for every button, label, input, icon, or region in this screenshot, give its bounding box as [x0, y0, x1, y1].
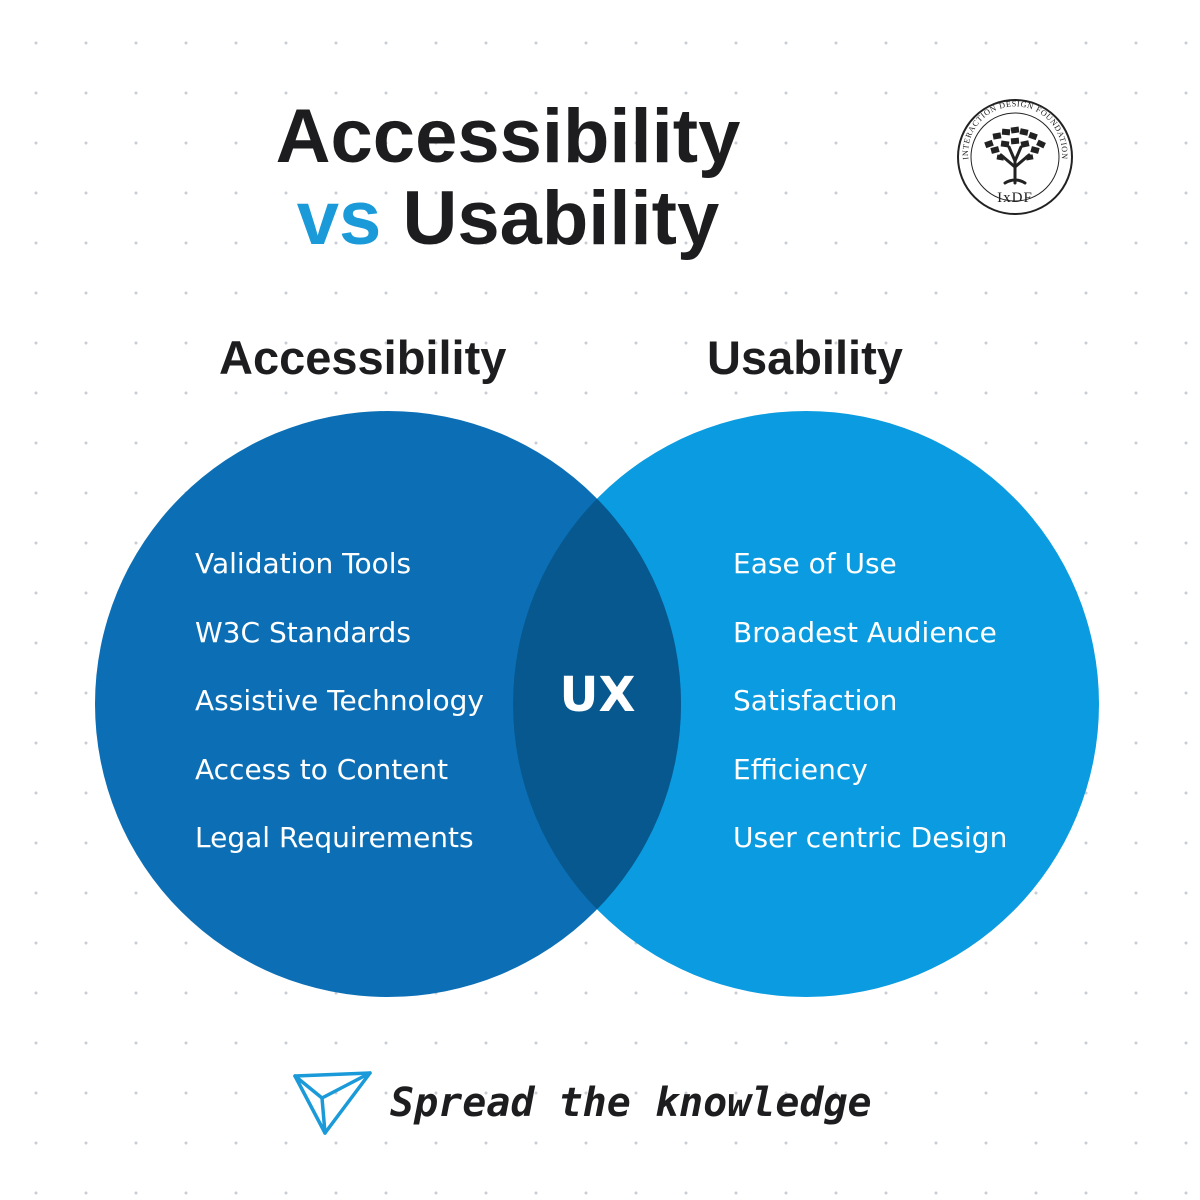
- tagline: Spread the knowledge: [390, 1080, 872, 1126]
- footer: Spread the knowledge: [292, 1068, 872, 1138]
- title-usability: Usability: [402, 176, 720, 261]
- list-item: User centric Design: [733, 821, 1008, 854]
- ux-label: UX: [559, 667, 636, 723]
- accessibility-list: Validation Tools W3C Standards Assistive…: [195, 544, 484, 887]
- ixdf-seal-icon: INTERACTION DESIGN FOUNDATION: [957, 99, 1073, 215]
- list-item: Satisfaction: [733, 684, 898, 717]
- ixdf-logo: INTERACTION DESIGN FOUNDATION: [955, 97, 1075, 217]
- list-item: Legal Requirements: [195, 821, 474, 854]
- accessibility-heading: Accessibility: [219, 331, 507, 384]
- list-item: Access to Content: [195, 752, 449, 786]
- paper-plane-icon: [293, 1071, 372, 1135]
- accessibility-circle: [95, 411, 681, 997]
- logo-abbr: IxDF: [997, 190, 1033, 206]
- list-item: Validation Tools: [195, 547, 412, 580]
- usability-circle: [513, 411, 1099, 997]
- list-item: W3C Standards: [195, 615, 411, 649]
- list-item: Ease of Use: [733, 547, 897, 580]
- title-line-1: Accessibility: [275, 94, 741, 179]
- usability-heading: Usability: [707, 331, 903, 384]
- title-line-2: vs Usability: [0, 178, 1016, 260]
- list-item: Efficiency: [733, 752, 868, 786]
- page-title: Accessibility vs Usability: [0, 96, 1016, 260]
- usability-list: Ease of Use Broadest Audience Satisfacti…: [733, 544, 1007, 887]
- list-item: Assistive Technology: [195, 684, 484, 717]
- list-item: Broadest Audience: [733, 615, 997, 649]
- title-vs: vs: [296, 176, 382, 261]
